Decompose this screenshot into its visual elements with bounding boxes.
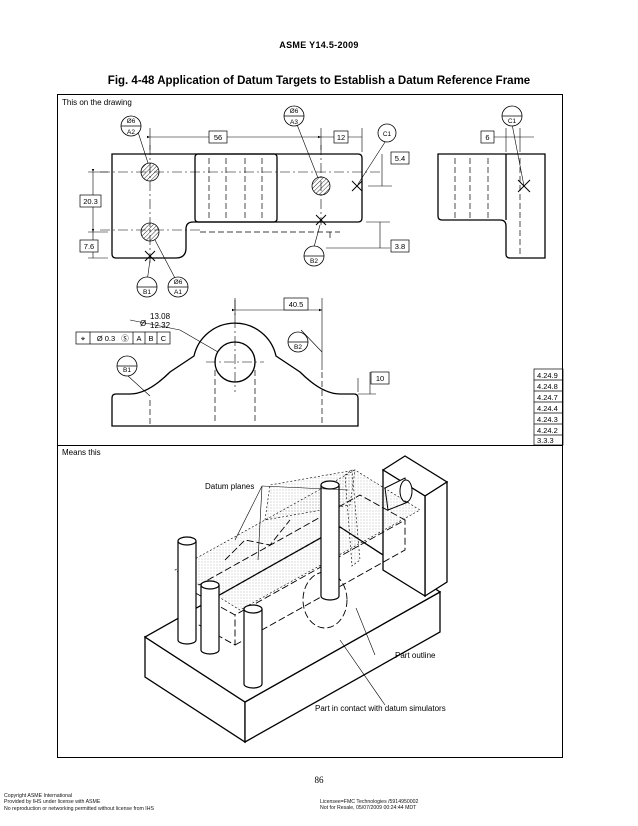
dim-40-5: 40.5 [289,300,304,309]
side-hidden-lines [454,158,521,254]
fcf-tolerance: Ø 0.3 [97,334,115,343]
ref-3: 4.24.7 [537,393,558,402]
pin-front-left [177,536,197,645]
figure-title: Fig. 4-48 Application of Datum Targets t… [107,75,531,87]
pin-back [320,480,340,601]
footer-left-line: Copyright ASME International [4,793,73,799]
datum-target-symbols [116,105,523,377]
dia-lower-limit: 12.32 [150,321,171,330]
dim-56: 56 [214,133,222,142]
ref-2: 4.24.8 [537,382,558,391]
footer-right-line: Licensee=FMC Technologies /5914950002 [320,799,419,805]
target-a1-size: Ø6 [174,279,183,286]
dim-7-6: 7.6 [84,242,94,251]
dia-upper-limit: 13.08 [150,312,171,321]
target-c1-id: C1 [383,131,392,138]
dia-symbol: Ø [140,319,146,328]
top-view [111,153,363,259]
panel-divider [57,445,563,446]
ref-1: 4.24.9 [537,371,558,380]
fixture-upright [381,455,449,598]
contact-label: Part in contact with datum simulators [315,704,446,713]
target-c1-side-id: C1 [508,118,517,125]
fcf-datum-a: A [136,334,141,343]
vertical-pins [177,480,340,689]
target-b1-front-id: B1 [123,367,131,374]
ref-6: 4.24.2 [537,426,558,435]
basic-dimension-boxes [79,130,495,385]
feature-control-frame [75,331,171,345]
datum-target-areas [140,162,331,242]
dim-3-8: 3.8 [395,242,405,251]
position-symbol: ⌖ [81,334,86,343]
fcf-datum-c: C [161,334,167,343]
dim-20-3: 20.3 [83,197,98,206]
reference-texts: 4.24.9 4.24.8 4.24.7 4.24.4 4.24.3 4.24.… [537,371,558,445]
fcf-texts: ⌖ Ø 0.3 Ⓢ A B C [81,334,167,343]
target-b2-id: B2 [310,258,318,265]
datum-planes-label: Datum planes [205,482,254,491]
target-a2-id: A2 [127,129,135,136]
page-header: ASME Y14.5-2009 [279,40,359,50]
pin-left-center [200,580,220,655]
footer-left-line: Provided by IHS under license with ASME [4,799,101,806]
iso-leaders [234,485,386,706]
top-panel-label: This on the drawing [62,98,132,107]
center-lines [100,145,380,265]
footer-right: Licensee=FMC Technologies /5914950002 No… [320,799,418,812]
ref-7: 3.3.3 [537,436,554,445]
reference-table [533,368,564,446]
fcf-modifier: Ⓢ [121,334,129,343]
dim-6: 6 [485,133,489,142]
target-b1-id: B1 [143,289,151,296]
target-symbol-texts: Ø6 A2 Ø6 A3 C1 B1 Ø6 A1 B2 B2 B1 C1 [123,108,517,374]
bottom-panel-label: Means this [62,448,101,457]
dimension-lines [88,128,534,395]
hidden-lines [200,158,340,240]
footer-left: Copyright ASME International Provided by… [4,793,154,812]
iso-callouts: Datum planes Part outline Part in contac… [205,482,446,713]
dim-5-4: 5.4 [395,154,405,163]
ref-4: 4.24.4 [537,404,558,413]
target-leaders [127,121,525,397]
pin-front-right [243,604,263,689]
part-outline-label: Part outline [395,651,436,660]
front-center-lines [206,300,264,392]
dim-10: 10 [376,374,384,383]
footer-left-line: No reproduction or networking permitted … [4,805,154,812]
target-b2-front-id: B2 [294,344,302,351]
target-a3-id: A3 [290,119,298,126]
hole-size-limits: Ø 13.08 12.32 [140,312,171,330]
dim-12: 12 [337,133,345,142]
page-number: 86 [314,775,324,785]
dimension-texts: 56 12 6 5.4 20.3 7.6 3.8 40.5 10 [83,133,489,383]
footer-right-line: Not for Resale, 05/07/2009 00:24:44 MDT [320,805,417,812]
target-a1-id: A1 [174,289,182,296]
target-a3-size: Ø6 [290,108,299,115]
front-hidden-lines [149,370,323,424]
side-view [437,153,546,259]
target-a2-size: Ø6 [127,118,136,125]
figure-frame [57,94,563,758]
fcf-datum-b: B [148,334,153,343]
ref-5: 4.24.3 [537,415,558,424]
